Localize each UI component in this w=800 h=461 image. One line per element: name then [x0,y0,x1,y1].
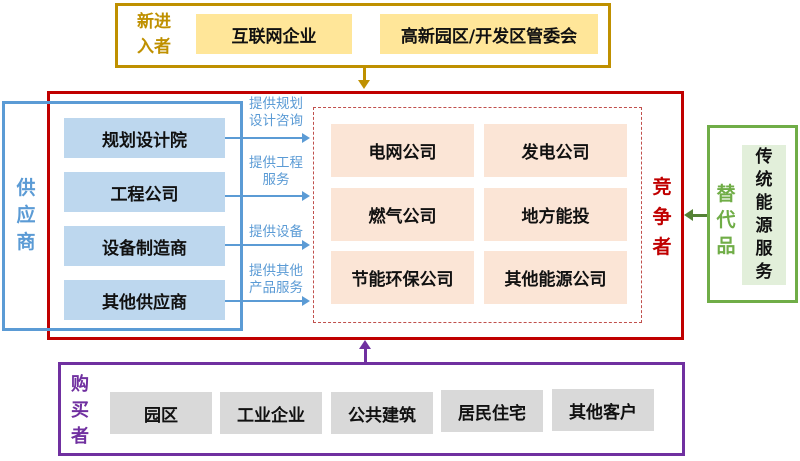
substitute-item-char: 服 [755,239,773,259]
supplier-note-line: 产品服务 [249,280,303,296]
supplier-item: 规划设计院 [64,118,225,158]
suppliers-label-char: 应 [16,203,36,226]
competitor-item: 其他能源公司 [484,251,627,304]
supplier-note-line: 提供设备 [249,224,303,240]
arrow-right-icon [302,191,310,201]
competitors-label-char: 争 [652,206,672,228]
new-entrants-label-line1: 新进 [137,12,171,32]
supplier-note: 提供规划 设计咨询 [243,96,309,130]
buyers-arrow-line [364,348,367,363]
substitute-item-char: 能 [755,193,773,213]
substitute-item-char: 源 [755,216,773,236]
new-entrant-item: 高新园区/开发区管委会 [380,14,598,54]
buyer-item: 公共建筑 [331,392,433,434]
supplier-item: 设备制造商 [64,226,225,266]
supplier-arrow-line [225,244,305,246]
substitutes-label-char: 代 [716,209,736,231]
buyer-item: 居民住宅 [441,390,543,432]
supplier-arrow-line [225,195,305,197]
arrow-up-icon [359,340,371,349]
supplier-note-line: 提供规划 [249,96,303,112]
supplier-note-line: 设计咨询 [249,113,303,129]
competitor-item: 发电公司 [484,124,627,177]
supplier-arrow-line [225,137,305,139]
buyers-label-char: 买 [71,400,89,421]
buyers-box [58,362,685,456]
substitutes-arrow-line [691,214,707,217]
supplier-arrow-line [225,300,305,302]
supplier-note-line: 提供工程 [249,155,303,171]
arrow-right-icon [302,133,310,143]
suppliers-box [2,101,243,331]
suppliers-label-char: 供 [16,176,36,199]
suppliers-label: 供 应 商 [10,175,42,255]
competitors-box [47,91,684,340]
supplier-note-line: 提供其他 [249,263,303,279]
buyers-label-char: 购 [71,374,89,395]
competitor-item: 地方能投 [484,188,627,241]
substitutes-label: 替 代 品 [712,180,740,260]
substitute-item-char: 统 [755,170,773,190]
substitutes-label-char: 品 [716,235,736,257]
buyer-item: 园区 [110,392,212,434]
substitute-item-char: 务 [755,262,773,282]
arrow-left-icon [684,209,693,221]
arrow-right-icon [302,240,310,250]
supplier-note: 提供其他 产品服务 [243,263,309,297]
supplier-item: 其他供应商 [64,280,225,320]
new-entrants-arrow-line [363,68,366,82]
supplier-note: 提供设备 [243,224,309,241]
supplier-note-line: 服务 [262,172,290,188]
competitor-item: 电网公司 [331,124,474,177]
competitor-item: 燃气公司 [331,188,474,241]
buyer-item: 工业企业 [220,392,322,434]
substitute-item-char: 传 [755,147,773,167]
new-entrants-label: 新进 入者 [130,8,178,62]
new-entrants-label-line2: 入者 [137,37,171,57]
supplier-item: 工程公司 [64,172,225,212]
competitors-label: 竞 争 者 [646,172,678,262]
new-entrants-box [115,3,611,68]
substitute-item: 传 统 能 源 服 务 [742,145,786,285]
supplier-note: 提供工程 服务 [243,155,309,189]
new-entrant-item: 互联网企业 [196,14,352,54]
competitors-label-char: 竞 [652,176,672,198]
competitor-item: 节能环保公司 [331,251,474,304]
arrow-down-icon [358,80,370,89]
buyers-label-char: 者 [71,426,89,447]
buyer-item: 其他客户 [552,389,654,431]
substitutes-label-char: 替 [716,183,736,205]
competitors-inner-dashed-box [313,107,642,323]
competitors-label-char: 者 [652,236,672,258]
suppliers-label-char: 商 [16,230,36,253]
buyers-label: 购 买 者 [66,372,94,450]
arrow-right-icon [302,296,310,306]
substitutes-box [707,125,798,303]
